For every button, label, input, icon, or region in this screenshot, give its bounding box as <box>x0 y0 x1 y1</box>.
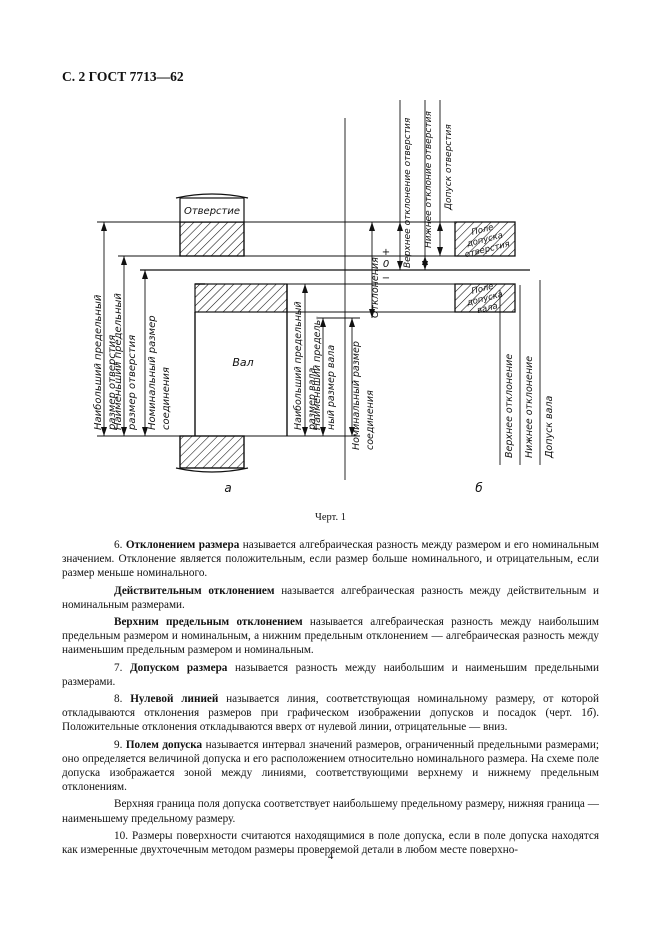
term: Нулевой линией <box>130 693 219 706</box>
text-run: 10. Размеры поверхности считаются находя… <box>62 829 599 857</box>
zero-sign: 0 <box>383 259 389 270</box>
paragraph: Действительным отклонением называется ал… <box>62 584 599 612</box>
label-nominal-left-1: Номинальный размер <box>147 315 158 430</box>
label-max-shaft-1: Наибольший предельный <box>293 301 304 430</box>
label-max-hole-1: Наибольший предельный <box>92 294 104 430</box>
label-min-shaft-2: ный размер вала <box>326 345 337 430</box>
minus-sign: − <box>382 273 390 284</box>
label-nominal-mid-1: Номинальный размер <box>351 341 362 450</box>
shaft-tolerance-zone <box>454 283 516 313</box>
term: Допуском размера <box>129 661 228 674</box>
text-run: называется алгебраическая разность между… <box>62 539 600 580</box>
label-upper-dev-hole: Верхнее отклонение отверстия <box>403 117 413 268</box>
paragraph: 9. Полем допуска называется интервал зна… <box>62 738 599 795</box>
zone-shaft-3: вала <box>476 301 499 316</box>
text-run: называется алгебраическая разность между… <box>62 584 599 611</box>
panel-a-label: а <box>224 481 231 495</box>
paragraph: 6. Отклонением размера называется алгебр… <box>62 538 599 581</box>
label-min-hole-2: размер отверстия <box>127 335 138 431</box>
hole-top-section <box>179 221 245 257</box>
label-min-hole-1: Наименьший предельный <box>113 293 124 430</box>
label-max-shaft-2: размер вала <box>307 368 318 431</box>
term: Действительным отклонением <box>114 584 275 597</box>
figure-caption: Черт. 1 <box>315 512 346 523</box>
hole-tolerance-zone <box>454 221 516 257</box>
shaft-hatch <box>194 283 288 313</box>
shaft-label: Вал <box>232 356 253 369</box>
label-nominal-left-2: соединения <box>161 367 172 430</box>
label-lower-dev-hole: Нижнее отклоние отверстия <box>424 111 434 248</box>
text-run: 8. <box>114 693 131 706</box>
body-text: 6. Отклонением размера называется алгебр… <box>62 538 599 857</box>
text-run: 6. <box>114 539 126 551</box>
text-run: называется разность между наибольшим и н… <box>62 661 599 688</box>
paragraph: Верхняя граница поля допуска соответству… <box>62 797 599 825</box>
label-tol-shaft: Допуск вала <box>544 395 555 459</box>
text-run: 7. <box>114 661 130 674</box>
text-run: 9. <box>114 738 126 751</box>
paragraph: 10. Размеры поверхности считаются находя… <box>62 829 599 857</box>
label-max-hole-2: размер отверстия <box>107 335 118 431</box>
hole-bottom-section <box>179 435 245 469</box>
page-header: С. 2 ГОСТ 7713—62 <box>62 69 184 84</box>
page-number: 4 <box>327 850 334 862</box>
figure-1-drawing: Отверстие Вал а б + 0 − Наибольший преде… <box>92 100 555 495</box>
term: Отклонением размера <box>125 539 240 551</box>
label-tol-hole: Допуск отверстия <box>444 124 454 211</box>
label-upper-dev: Верхнее отклонение <box>504 354 515 458</box>
label-lower-dev: Нижнее отклонение <box>524 356 535 458</box>
panel-b-label: б <box>475 481 483 495</box>
text-run: называется алгебраическая разность между… <box>62 616 599 657</box>
text-run: Верхняя граница поля допуска соответству… <box>62 798 599 825</box>
term: Полем допуска <box>125 738 203 751</box>
label-deviations: Отклонения <box>370 257 381 318</box>
label-nominal-mid-2: соединения <box>365 390 376 450</box>
hole-label: Отверстие <box>184 206 240 217</box>
term: Верхним предельным отклонением <box>114 616 303 629</box>
paragraph: Верхним предельным отклонением называетс… <box>62 615 599 658</box>
paragraph: 7. Допуском размера называется разность … <box>62 661 599 689</box>
text-run: б <box>586 707 593 720</box>
paragraph: 8. Нулевой линией называется линия, соот… <box>62 692 599 735</box>
text-run: называется линия, соответствующая номина… <box>62 693 600 720</box>
text-run: ). Положительные отклонения откладываютс… <box>62 707 599 734</box>
label-min-shaft-1: Наименьший предель- <box>312 316 323 430</box>
text-run: называется интервал значений размеров, о… <box>62 738 599 794</box>
plus-sign: + <box>382 247 390 258</box>
